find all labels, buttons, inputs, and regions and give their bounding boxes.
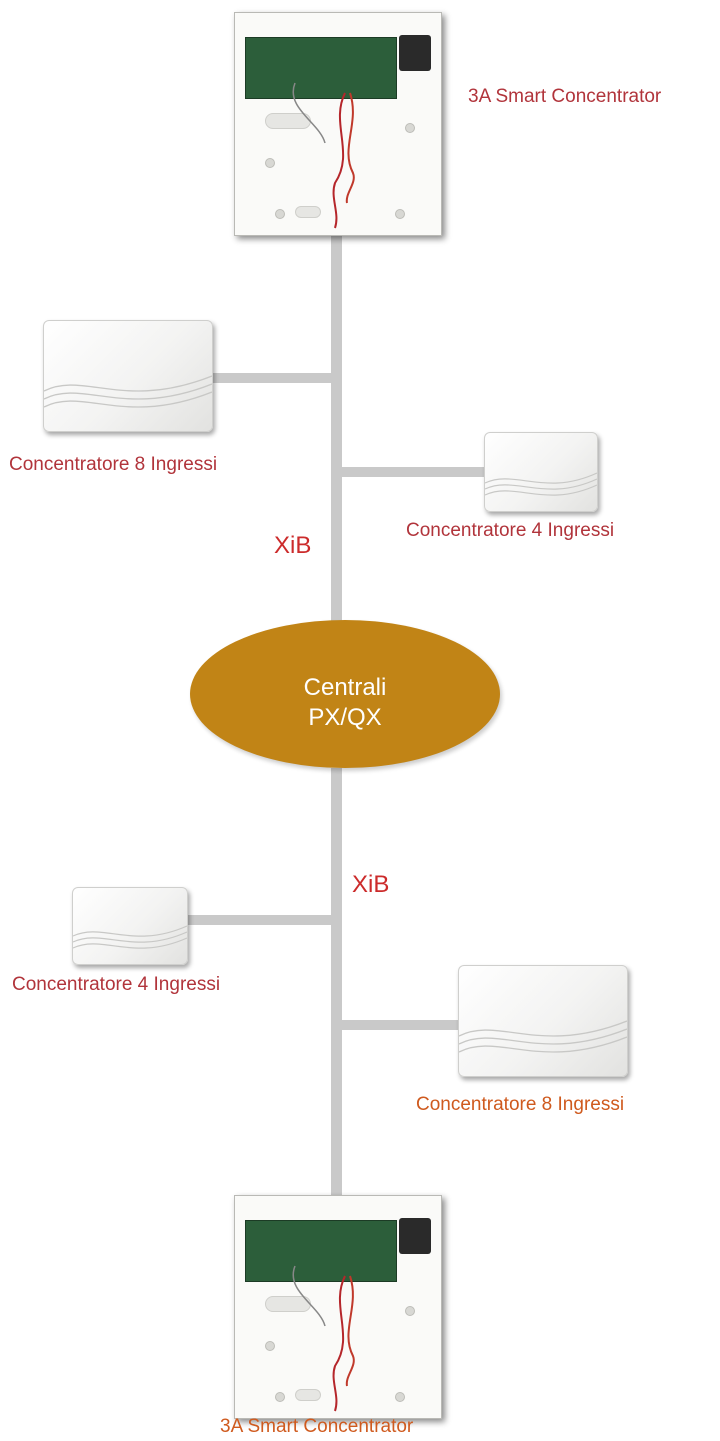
top-4-input-module-label: Concentratore 4 Ingressi xyxy=(406,520,615,541)
panel-hole xyxy=(265,1341,275,1351)
top-bus-branch-right xyxy=(336,467,486,477)
top-smart-concentrator-label: 3A Smart Concentrator xyxy=(468,86,662,107)
top-4-input-module xyxy=(484,432,598,512)
bottom-xib-label: XiB xyxy=(352,871,390,898)
top-8-input-module-label: Concentratore 8 Ingressi xyxy=(9,454,218,475)
bottom-smart-concentrator-panel xyxy=(234,1195,442,1419)
top-bus-trunk xyxy=(331,230,342,622)
circuit-board xyxy=(245,1220,397,1282)
bottom-4-input-module xyxy=(72,887,188,965)
cable-bundle xyxy=(292,1265,355,1412)
bottom-bus-branch-right xyxy=(336,1020,460,1030)
top-bus-branch-left xyxy=(208,373,336,383)
panel-hole xyxy=(405,1306,415,1316)
panel-hole xyxy=(395,209,405,219)
bottom-8-input-module-label: Concentratore 8 Ingressi xyxy=(416,1094,625,1115)
bottom-bus-trunk xyxy=(331,768,342,1200)
wave-decoration xyxy=(459,1020,627,1053)
bottom-smart-concentrator-label: 3A Smart Concentrator xyxy=(220,1416,414,1437)
transformer xyxy=(399,1218,431,1254)
wave-decoration xyxy=(73,925,187,949)
bottom-4-input-module-label: Concentratore 4 Ingressi xyxy=(12,974,221,995)
top-xib-label: XiB xyxy=(274,532,312,559)
central-panel-label: Centrali PX/QX xyxy=(190,673,500,733)
cable-bundle xyxy=(292,82,355,229)
top-smart-concentrator-panel xyxy=(234,12,442,236)
panel-slot xyxy=(295,206,321,218)
bottom-bus-branch-left xyxy=(185,915,335,925)
circuit-board xyxy=(245,37,397,99)
transformer xyxy=(399,35,431,71)
hub-line-2: PX/QX xyxy=(308,704,382,731)
panel-hole xyxy=(395,1392,405,1402)
bottom-8-input-module xyxy=(458,965,628,1077)
panel-hole xyxy=(405,123,415,133)
panel-hole xyxy=(275,209,285,219)
hub-line-1: Centrali xyxy=(303,674,387,701)
panel-hole xyxy=(265,158,275,168)
central-panel-hub xyxy=(190,620,500,768)
wave-decoration xyxy=(44,375,212,408)
panel-hole xyxy=(275,1392,285,1402)
panel-slot xyxy=(295,1389,321,1401)
wave-decoration xyxy=(485,472,597,496)
top-8-input-module xyxy=(43,320,213,432)
